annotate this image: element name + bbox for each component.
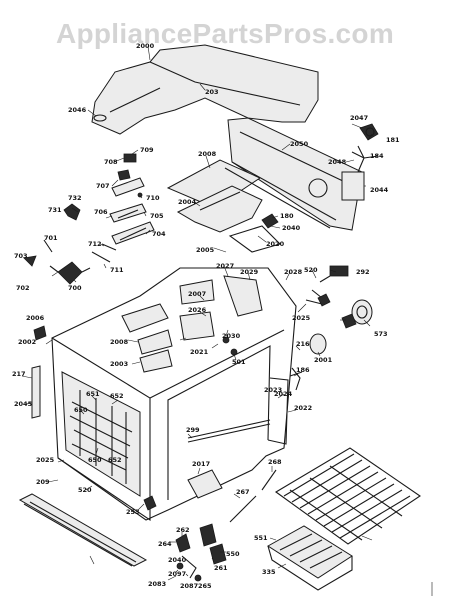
part-label: 652 <box>110 392 124 400</box>
part-label: 2026 <box>188 306 207 314</box>
part-label: 2087 <box>180 582 198 590</box>
part-label: 551 <box>254 534 268 542</box>
part-label: 2008 <box>198 150 217 158</box>
part-label: 700 <box>68 284 82 292</box>
part-label: 701 <box>44 234 58 242</box>
part-label: 708 <box>104 158 118 166</box>
part-label: 704 <box>152 230 166 238</box>
part-label: 2047 <box>350 114 368 122</box>
part-label: 299 <box>186 426 200 434</box>
kick-panel-part <box>18 493 148 567</box>
part-label: 2023 <box>264 386 282 394</box>
part-label: 2004 <box>178 198 197 206</box>
part-label: 732 <box>68 194 82 202</box>
part-label: 706 <box>94 208 108 216</box>
part-label: 731 <box>48 206 62 214</box>
part-label: 2021 <box>190 348 209 356</box>
part-label: 2097 <box>168 570 186 578</box>
part-label: 711 <box>110 266 124 274</box>
part-label: 2030 <box>222 332 241 340</box>
part-label: 264 <box>158 540 172 548</box>
part-label: 2006 <box>26 314 45 322</box>
part-label: 709 <box>140 146 154 154</box>
part-label: 2028 <box>284 268 303 276</box>
broiler-pan-part <box>267 525 353 591</box>
part-label: 268 <box>268 458 282 466</box>
oven-cavity-body <box>51 267 297 522</box>
part-label: 2000 <box>136 42 155 50</box>
part-label: 2040 <box>282 224 301 232</box>
part-label: 651 <box>86 390 100 398</box>
part-number-labels: 2000 2046 203 2047 181 2050 2008 2048 18… <box>12 42 400 590</box>
terminal-block-part <box>305 265 349 307</box>
switch-parts <box>111 153 145 198</box>
part-label: 2027 <box>216 262 234 270</box>
oven-light-part <box>289 299 373 391</box>
part-label: 2045 <box>14 400 33 408</box>
element-clip-parts <box>63 203 155 245</box>
part-label: 2040 <box>168 556 187 564</box>
part-label: 2002 <box>18 338 36 346</box>
igniter-assembly <box>23 239 117 285</box>
part-label: 710 <box>146 194 160 202</box>
part-label: 2003 <box>110 360 128 368</box>
lower-bracket-parts <box>143 469 277 523</box>
top-cover-part <box>91 44 319 135</box>
part-label: 203 <box>205 88 219 96</box>
part-label: 2017 <box>192 460 210 468</box>
part-label: 180 <box>280 212 294 220</box>
part-label: 292 <box>356 268 370 276</box>
left-trim-part <box>31 325 47 419</box>
fan-motor-assembly <box>341 123 379 201</box>
part-label: 2024 <box>274 390 293 398</box>
part-label: 253 <box>126 508 140 516</box>
right-side-panel <box>267 377 289 445</box>
part-label: 501 <box>232 358 246 366</box>
part-label: 703 <box>14 252 28 260</box>
part-label: 265 <box>198 582 212 590</box>
part-label: 2022 <box>294 404 312 412</box>
part-label: 2025 <box>292 314 311 322</box>
part-label: 652 <box>108 456 122 464</box>
leader-lines <box>21 45 373 581</box>
oven-rack-part <box>274 447 421 545</box>
part-label: 186 <box>296 366 310 374</box>
part-label: 2005 <box>196 246 215 254</box>
part-label: 650 <box>74 406 88 414</box>
part-label: 707 <box>96 182 110 190</box>
part-label: 209 <box>36 478 50 486</box>
part-label: 217 <box>12 370 26 378</box>
part-label: 335 <box>262 568 276 576</box>
part-label: 702 <box>16 284 30 292</box>
part-label: 261 <box>214 564 228 572</box>
part-label: 267 <box>236 488 250 496</box>
part-label: 2029 <box>240 268 259 276</box>
door-hinge-parts <box>175 523 227 582</box>
part-label: 705 <box>150 212 164 220</box>
part-label: 520 <box>304 266 318 274</box>
rail-bracket-part <box>224 161 337 229</box>
part-label: 2025 <box>36 456 55 464</box>
part-label: 712 <box>88 240 102 248</box>
part-label: 262 <box>176 526 190 534</box>
part-label: 2046 <box>68 106 87 114</box>
part-label: 2083 <box>148 580 166 588</box>
part-label: 520 <box>78 486 92 494</box>
part-label: 2008 <box>110 338 129 346</box>
part-label: 2050 <box>290 140 309 148</box>
part-label: 2048 <box>328 158 347 166</box>
part-label: 650 <box>88 456 102 464</box>
part-label: 2044 <box>370 186 389 194</box>
part-label: 184 <box>370 152 384 160</box>
part-label: 2001 <box>314 356 333 364</box>
part-label: 573 <box>374 330 388 338</box>
part-label: 181 <box>386 136 400 144</box>
part-label: 550 <box>226 550 240 558</box>
part-label: 2020 <box>266 240 285 248</box>
part-label: 2007 <box>188 290 206 298</box>
part-label: 216 <box>296 340 310 348</box>
